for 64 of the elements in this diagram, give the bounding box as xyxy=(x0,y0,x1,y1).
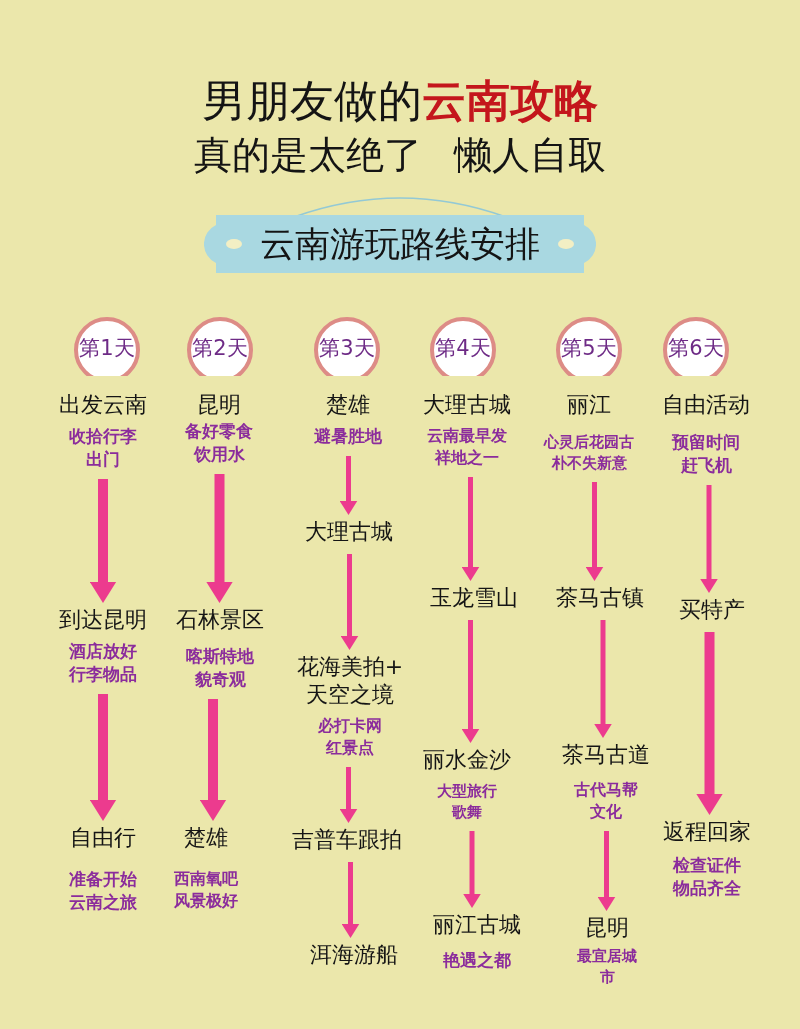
arrow xyxy=(461,477,480,581)
place-name: 昆明 xyxy=(197,391,241,419)
arrow xyxy=(339,456,358,515)
place-name: 楚雄 xyxy=(326,391,370,419)
ribbon-banner xyxy=(204,215,596,273)
place-note: 检查证件物品齐全 xyxy=(671,854,742,900)
place-note: 古代马帮文化 xyxy=(573,779,639,823)
arrow xyxy=(341,862,360,938)
place-name: 吉普车跟拍 xyxy=(292,826,402,854)
place-name: 花海美拍+天空之境 xyxy=(296,653,404,709)
place-note: 最宜居城市 xyxy=(576,946,638,988)
arrow xyxy=(339,767,358,823)
place-name: 大理古城 xyxy=(423,391,511,419)
place-name: 出发云南 xyxy=(59,391,147,419)
banner-title: 云南游玩路线安排 xyxy=(260,224,540,264)
place-note: 必打卡网红景点 xyxy=(317,715,383,759)
place-name: 自由活动 xyxy=(662,391,750,419)
place-name: 茶马古镇 xyxy=(556,584,644,612)
place-note: 酒店放好行李物品 xyxy=(68,640,138,686)
arrow xyxy=(585,482,604,581)
place-name: 丽水金沙 xyxy=(423,746,511,774)
arrow xyxy=(696,632,723,815)
arrow xyxy=(89,694,117,821)
place-name: 自由行 xyxy=(70,824,136,852)
day-label: 第2天 xyxy=(192,335,248,361)
place-note: 避暑胜地 xyxy=(313,425,383,448)
day-label: 第6天 xyxy=(668,335,724,361)
place-name: 到达昆明 xyxy=(59,606,147,634)
subtitle: 真的是太绝了 懒人自取 xyxy=(193,132,607,178)
place-name: 石林景区 xyxy=(176,606,264,634)
place-note: 艳遇之都 xyxy=(442,949,512,972)
place-name: 丽江 xyxy=(567,391,611,419)
place-name: 返程回家 xyxy=(663,818,751,846)
place-name: 茶马古道 xyxy=(562,741,650,769)
place-note: 大型旅行歌舞 xyxy=(436,781,498,823)
place-name: 买特产 xyxy=(679,596,745,624)
place-name: 昆明 xyxy=(585,914,629,942)
day-label: 第1天 xyxy=(79,335,135,361)
title: 男朋友做的云南攻略 xyxy=(201,74,599,128)
place-note: 西南氧吧风景极好 xyxy=(173,868,239,912)
arrow xyxy=(461,620,480,743)
place-note: 喀斯特地貌奇观 xyxy=(185,645,255,691)
place-note: 云南最早发祥地之一 xyxy=(426,425,508,469)
arrow xyxy=(597,831,616,911)
place-name: 楚雄 xyxy=(184,824,228,852)
place-name: 洱海游船 xyxy=(310,941,398,969)
day-label: 第4天 xyxy=(435,335,491,361)
arrow xyxy=(206,474,233,603)
arrow xyxy=(89,479,117,603)
place-name: 玉龙雪山 xyxy=(430,584,518,612)
arrow xyxy=(463,831,481,908)
arrow xyxy=(700,485,718,593)
place-name: 丽江古城 xyxy=(433,911,521,939)
arrow xyxy=(199,699,227,821)
day-label: 第3天 xyxy=(319,335,375,361)
place-note: 预留时间赶飞机 xyxy=(670,431,741,477)
place-note: 备好零食饮用水 xyxy=(184,420,254,466)
place-name: 大理古城 xyxy=(305,518,393,546)
day-label: 第5天 xyxy=(561,335,617,361)
place-note: 收拾行李出门 xyxy=(68,425,138,471)
place-note: 心灵后花园古朴不失新意 xyxy=(542,432,635,474)
place-note: 准备开始云南之旅 xyxy=(68,868,138,914)
arrow xyxy=(594,620,612,738)
arrow xyxy=(340,554,359,650)
